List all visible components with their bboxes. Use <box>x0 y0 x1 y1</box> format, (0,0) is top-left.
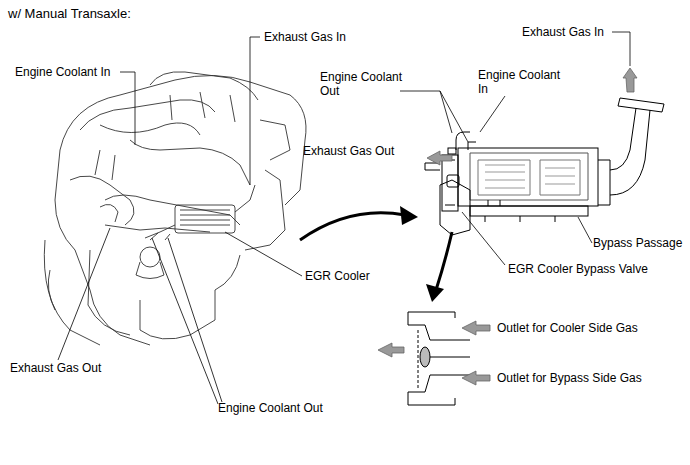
part-label: Exhaust Gas Out <box>10 361 101 375</box>
part-label: Engine Coolant Out <box>218 401 323 415</box>
part-label: Outlet for Bypass Side Gas <box>497 371 642 385</box>
engine-drawing <box>44 72 306 345</box>
pointer-arrow <box>300 213 405 240</box>
part-label: Engine Coolant Out <box>320 70 408 98</box>
part-label: EGR Cooler Bypass Valve <box>508 262 648 276</box>
part-label: EGR Cooler <box>305 269 370 283</box>
part-label: Engine Coolant In <box>15 65 110 79</box>
part-label: Exhaust Gas Out <box>303 144 394 158</box>
pointer-arrow <box>436 232 452 290</box>
heading: w/ Manual Transaxle: <box>8 6 131 21</box>
part-label: Engine Coolant In <box>478 68 570 96</box>
leader-lines <box>58 32 630 404</box>
valve-section <box>408 312 470 405</box>
part-label: Exhaust Gas In <box>264 30 346 44</box>
flow-arrows <box>378 68 637 385</box>
part-label: Exhaust Gas In <box>522 25 604 39</box>
part-label: Bypass Passage <box>593 236 682 250</box>
egr-cooler-drawing <box>425 98 664 235</box>
part-label: Outlet for Cooler Side Gas <box>497 321 638 335</box>
